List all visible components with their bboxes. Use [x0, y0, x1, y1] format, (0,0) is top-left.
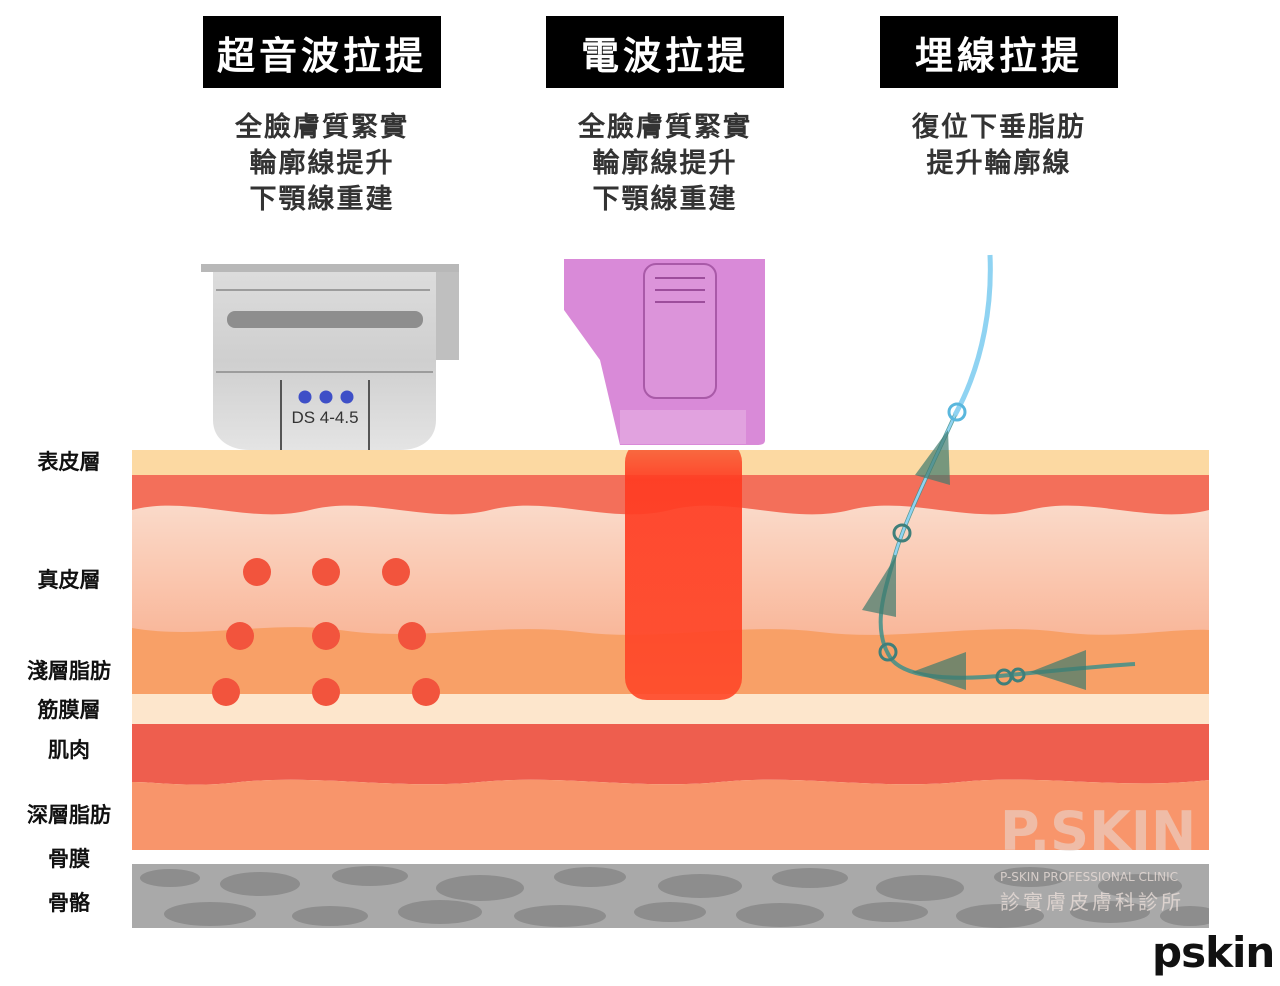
label-muscle: 肌肉: [48, 738, 90, 762]
desc-thread: 復位下垂脂肪 提升輪廓線: [869, 110, 1129, 182]
desc-line: 提升輪廓線: [926, 148, 1072, 179]
watermark-subtitle: P-SKIN PROFESSIONAL CLINIC: [1000, 870, 1179, 884]
ultrasound-focal-points: [212, 558, 440, 706]
label-bone: 骨骼: [48, 891, 90, 915]
desc-line: 復位下垂脂肪: [912, 112, 1086, 143]
desc-line: 輪廓線提升: [249, 148, 395, 179]
desc-line: 全臉膚質緊實: [578, 112, 752, 143]
layer-deep-fat: [132, 779, 1209, 850]
desc-line: 下顎線重建: [249, 184, 395, 215]
watermark-cn: 診實膚皮膚科診所: [1000, 890, 1184, 914]
thread-lift-thread: [862, 254, 1136, 690]
title-thread-lift: 埋線拉提: [880, 16, 1118, 88]
label-deep-fat: 深層脂肪: [27, 803, 111, 827]
layer-periosteum: [132, 850, 1209, 864]
title-rf-lift: 電波拉提: [546, 16, 784, 88]
label-periosteum: 骨膜: [48, 847, 90, 871]
label-fascia: 筋膜層: [37, 698, 101, 722]
title-ultrasound-lift: 超音波拉提: [203, 16, 441, 88]
label-dermis: 真皮層: [37, 568, 101, 592]
rf-energy-beam: [625, 450, 742, 700]
ultrasound-transducer: [201, 264, 459, 450]
desc-line: 輪廓線提升: [592, 148, 738, 179]
watermark-brand: P.SKIN: [1000, 800, 1197, 863]
pskin-logo: pskin: [1152, 928, 1275, 977]
label-epidermis: 表皮層: [37, 450, 101, 474]
rf-handpiece: [564, 259, 765, 445]
desc-line: 全臉膚質緊實: [235, 112, 409, 143]
layer-muscle: [132, 724, 1209, 785]
label-superficial-fat: 淺層脂肪: [27, 659, 111, 683]
desc-ultrasound: 全臉膚質緊實 輪廓線提升 下顎線重建: [192, 110, 452, 218]
device-model-label: DS 4-4.5: [291, 408, 358, 427]
desc-rf: 全臉膚質緊實 輪廓線提升 下顎線重建: [535, 110, 795, 218]
desc-line: 下顎線重建: [592, 184, 738, 215]
bone-texture: [140, 866, 1209, 928]
